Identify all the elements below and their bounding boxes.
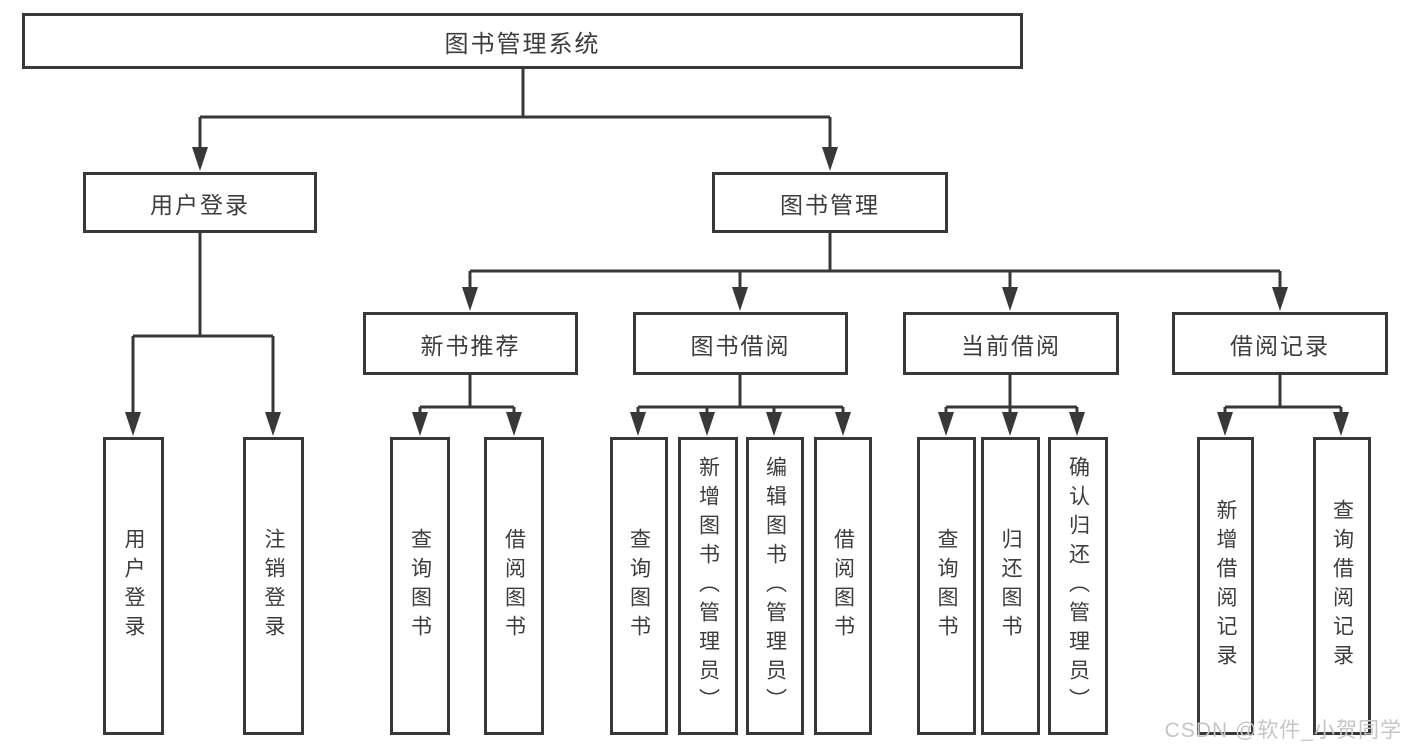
leaf-logout: 注销登录 (243, 437, 304, 735)
node-user-login: 用户登录 (83, 172, 317, 233)
leaf-borrow-books-recommend: 借阅图书 (484, 437, 544, 735)
leaf-query-books-current: 查询图书 (917, 437, 976, 735)
node-new-book-recommend: 新书推荐 (363, 312, 578, 375)
node-library-management-system: 图书管理系统 (22, 13, 1023, 69)
leaf-edit-books-admin: 编辑图书（管理员） (746, 437, 804, 735)
leaf-confirm-return-admin: 确认归还（管理员） (1048, 437, 1108, 735)
leaf-query-books-recommend: 查询图书 (390, 437, 450, 735)
node-borrowing-records: 借阅记录 (1172, 312, 1388, 375)
node-book-borrowing: 图书借阅 (633, 312, 848, 375)
node-current-borrowing: 当前借阅 (903, 312, 1119, 375)
leaf-return-books: 归还图书 (981, 437, 1040, 735)
leaf-query-borrow-record: 查询借阅记录 (1313, 437, 1371, 735)
leaf-query-books-borrow: 查询图书 (610, 437, 668, 735)
leaf-borrow-books: 借阅图书 (814, 437, 872, 735)
leaf-add-books-admin: 新增图书（管理员） (678, 437, 738, 735)
leaf-user-login: 用户登录 (103, 437, 164, 735)
csdn-watermark: CSDN @软件_小贺同学 (1164, 719, 1402, 742)
node-book-management: 图书管理 (712, 172, 948, 233)
leaf-add-borrow-record: 新增借阅记录 (1197, 437, 1254, 735)
